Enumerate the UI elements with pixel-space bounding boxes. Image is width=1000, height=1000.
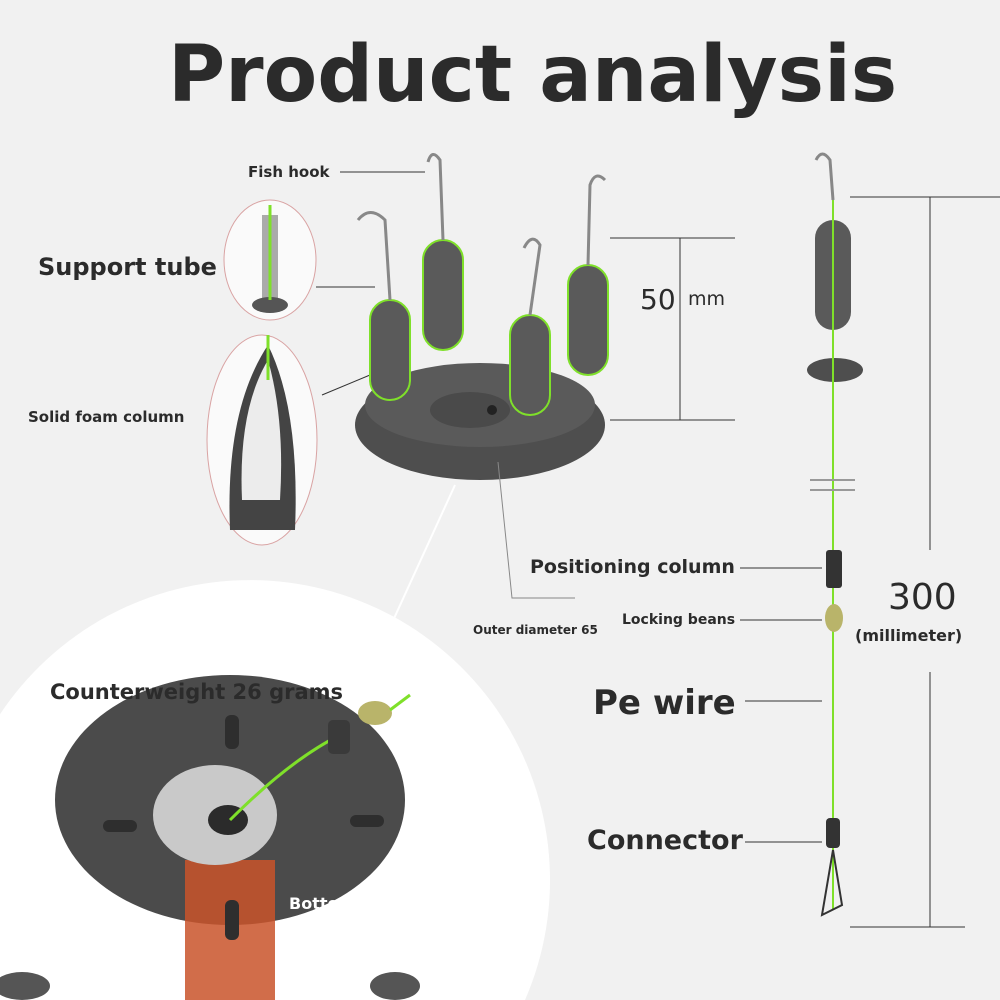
label-height-value: 50 <box>640 283 676 316</box>
label-outer-diameter: Outer diameter 65 <box>473 623 598 637</box>
label-pe-wire: Pe wire <box>593 683 736 723</box>
label-length-value: 300 <box>888 577 957 618</box>
label-locking-beans: Locking beans <box>622 612 736 628</box>
label-bottom: Bottom <box>289 894 356 913</box>
label-solid-foam-column: Solid foam column <box>28 408 185 426</box>
label-length-unit: (millimeter) <box>855 626 963 645</box>
label-support-tube: Support tube <box>38 253 217 281</box>
label-positioning-column: Positioning column <box>530 556 735 578</box>
label-height-unit: mm <box>688 288 726 310</box>
label-counterweight: Counterweight 26 grams <box>50 680 344 704</box>
label-fish-hook: Fish hook <box>248 163 330 181</box>
page-title: Product analysis <box>168 30 898 120</box>
label-connector: Connector <box>587 825 743 856</box>
bottom-closeup <box>0 580 550 1000</box>
